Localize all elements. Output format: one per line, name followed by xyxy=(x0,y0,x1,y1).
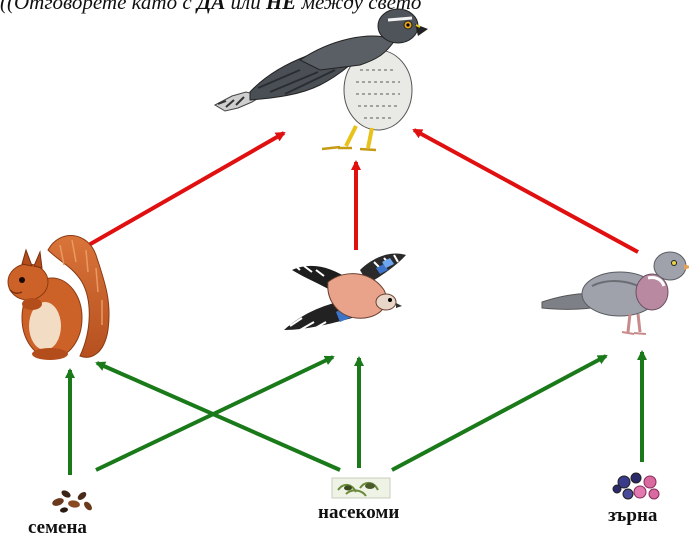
arrow-squirrel-to-hawk xyxy=(79,131,286,252)
arrow-insects-to-pigeon xyxy=(391,354,608,472)
jay-bird-icon xyxy=(284,253,406,331)
berries-icon xyxy=(612,472,660,500)
arrow-pigeon-to-hawk xyxy=(412,128,639,254)
pigeon-icon xyxy=(541,251,689,335)
squirrel-icon xyxy=(7,234,110,360)
header-da: ДА xyxy=(196,0,226,14)
arrow-insects-to-squirrel xyxy=(95,361,341,472)
label-grains: зърна xyxy=(608,505,658,526)
header-ne: НЕ xyxy=(265,0,297,14)
food-arrows xyxy=(65,350,647,475)
header-part1: (Отговорете като с xyxy=(7,0,197,14)
seeds-icon xyxy=(52,490,92,513)
header-part2: или xyxy=(225,0,266,14)
arrow-seeds-to-jay xyxy=(95,355,335,472)
label-insects: насекоми xyxy=(318,502,400,523)
insects-icon xyxy=(331,477,391,499)
hawk-icon xyxy=(213,8,428,152)
predation-arrows xyxy=(79,128,639,254)
label-seeds: семена xyxy=(28,517,87,538)
